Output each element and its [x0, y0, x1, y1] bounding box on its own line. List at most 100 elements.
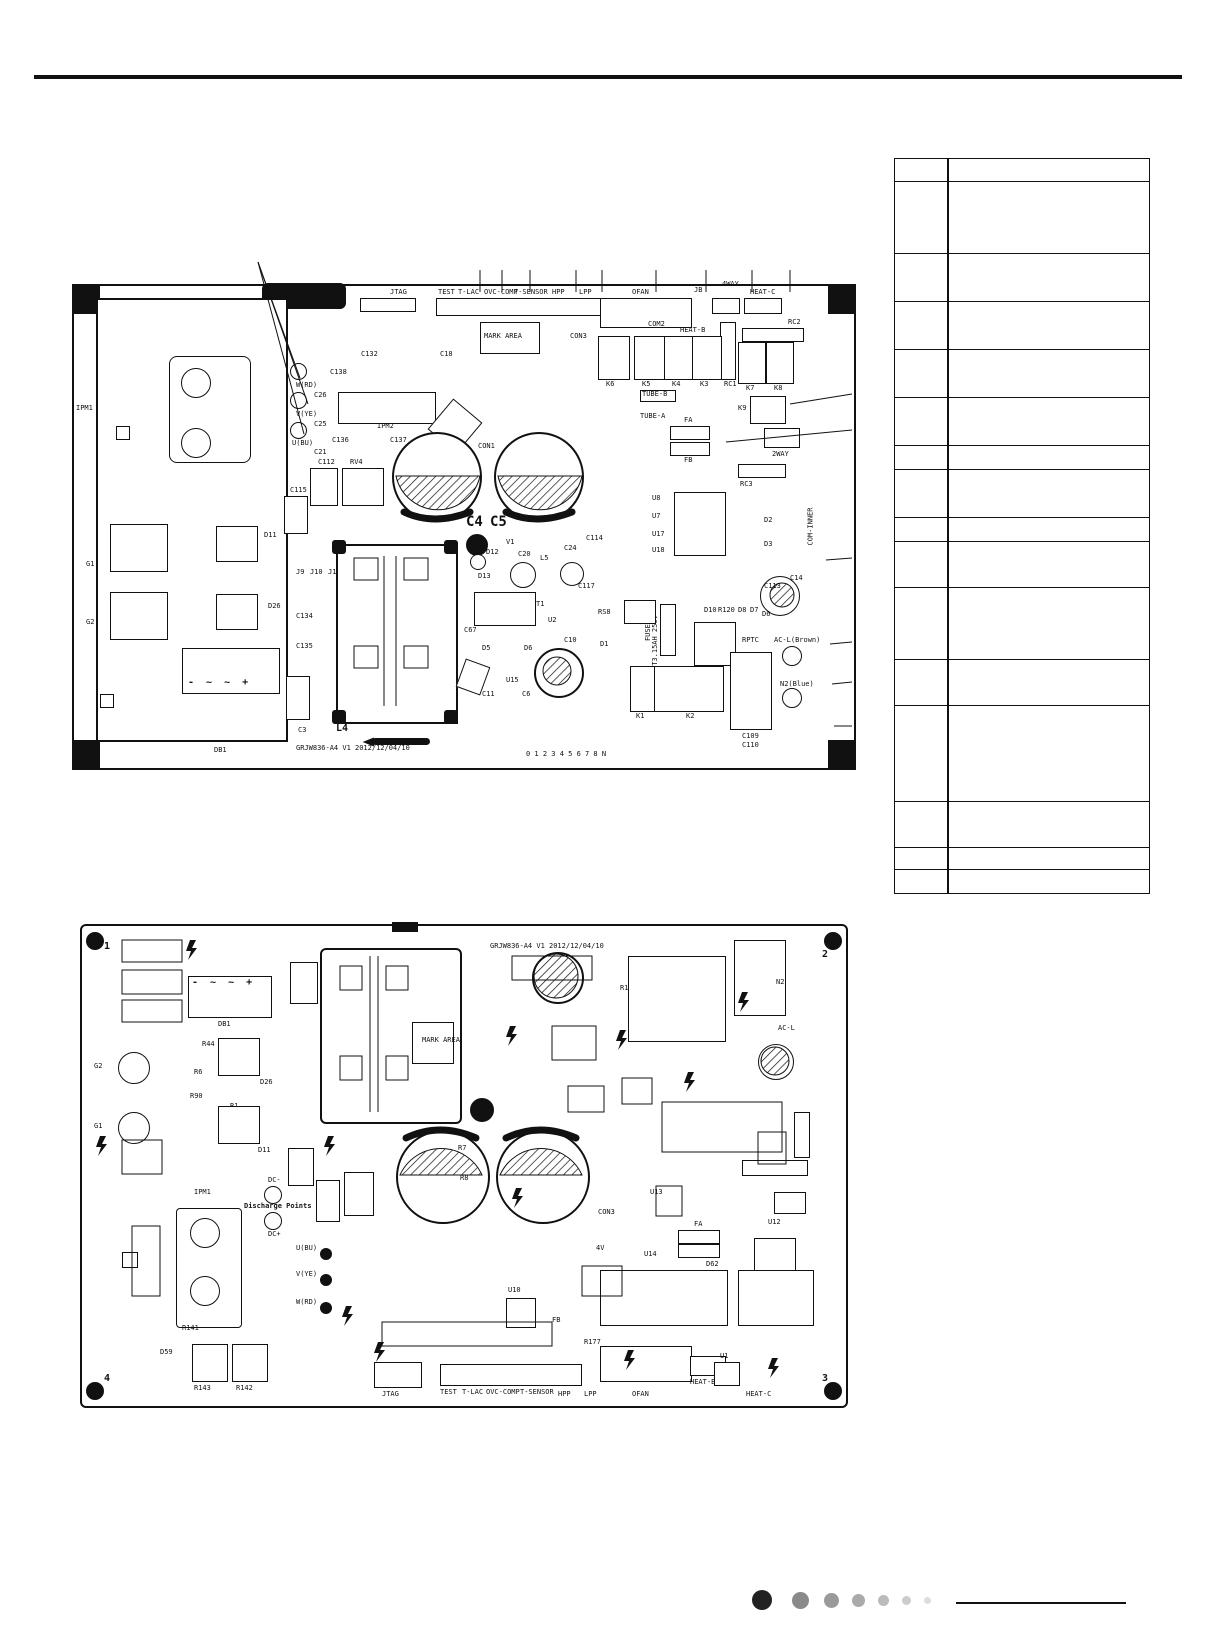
label-tubea: TUBE-A: [640, 412, 666, 420]
label-wrd: W(RD): [296, 381, 318, 389]
relay-k5: [634, 336, 666, 380]
label-com2: COM2: [648, 320, 665, 328]
label-hpp-b: HPP: [558, 1390, 571, 1398]
label-heatc-b: HEAT-C: [746, 1390, 772, 1398]
label-k7: K7: [746, 384, 755, 392]
label-u7: U7: [652, 512, 661, 520]
legend-row-13: [895, 801, 1149, 802]
label-r7: R7: [458, 1144, 467, 1152]
label-u15: U15: [506, 676, 519, 684]
label-fb: FB: [684, 456, 693, 464]
board-top-drawing: [353, 475, 795, 747]
big-relay-b: [628, 956, 726, 1042]
label-k9: K9: [738, 404, 747, 412]
label-r44: R44: [202, 1040, 215, 1048]
label-c117: C117: [578, 582, 595, 590]
relay-k1: [630, 666, 656, 712]
label-ipm2: IPM2: [377, 422, 394, 430]
bottom-capacitor-right: [496, 1130, 590, 1224]
label-u17: U17: [652, 530, 665, 538]
label-c21: C21: [314, 448, 327, 456]
label-con1: CON1: [478, 442, 495, 450]
label-c10: C10: [564, 636, 577, 644]
u1-mcu: [506, 1298, 536, 1328]
relay-k9: [750, 396, 786, 424]
label-jtag-b: JTAG: [382, 1390, 399, 1398]
r143-part: [192, 1344, 228, 1382]
label-r8: R8: [460, 1174, 469, 1182]
footer-dot-7: [924, 1597, 931, 1604]
jtag-header: [360, 298, 416, 312]
capacitor-c20: [510, 562, 536, 588]
label-d2: D2: [764, 516, 773, 524]
label-heatb: HEAT-B: [680, 326, 706, 334]
label-k3: K3: [700, 380, 709, 388]
label-c26: C26: [314, 391, 327, 399]
label-c4: C4: [466, 514, 483, 530]
conn-row-b: [440, 1364, 582, 1386]
legend-row-4: [895, 349, 1149, 350]
board-top-title: GRJW836-A4 V1 2012/12/04/10: [296, 744, 410, 752]
label-j9: J9: [296, 568, 305, 576]
label-j11: J11: [328, 568, 341, 576]
label-fb-b: FA: [694, 1220, 703, 1228]
corner-number-2: 2: [822, 949, 829, 960]
label-jtag: JTAG: [390, 288, 407, 296]
label-k2: K2: [686, 712, 695, 720]
legend-row-5: [895, 397, 1149, 398]
label-dc-plus: DC+: [268, 1230, 281, 1238]
label-rc2: RC2: [788, 318, 801, 326]
label-c112: C112: [318, 458, 335, 466]
label-test: TEST: [438, 288, 455, 296]
dc-minus-terminal: [264, 1186, 282, 1204]
legend-row-12: [895, 705, 1149, 706]
label-ipm1: IPM1: [76, 404, 93, 412]
legend-row-3: [895, 301, 1149, 302]
inductor-l4: [336, 544, 458, 724]
db1-bridge-bottom: [188, 976, 272, 1018]
label-fa: FA: [684, 416, 693, 424]
label-d26-b: D26: [260, 1078, 273, 1086]
label-u2: U2: [548, 616, 557, 624]
db1-pins-bottom: - ~ ~ +: [192, 977, 253, 988]
footer-dot-5: [878, 1595, 889, 1606]
mark-area: [480, 322, 540, 354]
label-acl-b: AC-L: [778, 1024, 795, 1032]
label-dc-minus: DC-: [268, 1176, 281, 1184]
label-r141: R141: [182, 1324, 199, 1332]
cap-block-bottom-3: [344, 1172, 374, 1216]
legend-row-15: [895, 869, 1149, 870]
corner-mount-tl: [74, 286, 100, 314]
g1-transistor: [110, 524, 168, 572]
d11-b-part: [218, 1106, 260, 1144]
r142-part: [232, 1344, 268, 1382]
com-inner-b: [794, 1112, 810, 1158]
label-n2-b: N2: [776, 978, 785, 986]
label-d59: D59: [160, 1348, 173, 1356]
label-c18: C18: [440, 350, 453, 358]
label-v1: V1: [506, 538, 515, 546]
corner-number-3: 3: [822, 1373, 829, 1384]
label-c132: C132: [361, 350, 378, 358]
footer-dot-6: [902, 1596, 911, 1605]
board-bottom-drawing: [96, 939, 790, 1378]
legend-row-2: [895, 253, 1149, 254]
fb-fuse: [670, 442, 710, 456]
label-d12: D12: [486, 548, 499, 556]
mount-hole-1: [86, 932, 104, 950]
label-rc3: RC3: [740, 480, 753, 488]
rc3-part: [738, 464, 786, 478]
label-ovccomp-b: OVC-COMP: [486, 1388, 520, 1396]
terminal-w: [290, 363, 307, 380]
terminal-n2: [782, 688, 802, 708]
dc-plus-terminal: [264, 1212, 282, 1230]
footer-dot-3: [824, 1593, 839, 1608]
label-rptc: RPTC: [742, 636, 759, 644]
label-c113: C113: [764, 582, 781, 590]
pcb-bottom-view: 1 2 3 4 MARK AREA - ~ ~ + DB1 R44 R6 R90…: [80, 922, 848, 1408]
label-r142: R142: [236, 1384, 253, 1392]
heatc-header: [744, 298, 782, 314]
u12-part: [774, 1192, 806, 1214]
label-con3-b: R177: [584, 1338, 601, 1346]
ipm-screw-bottom: [181, 428, 211, 458]
